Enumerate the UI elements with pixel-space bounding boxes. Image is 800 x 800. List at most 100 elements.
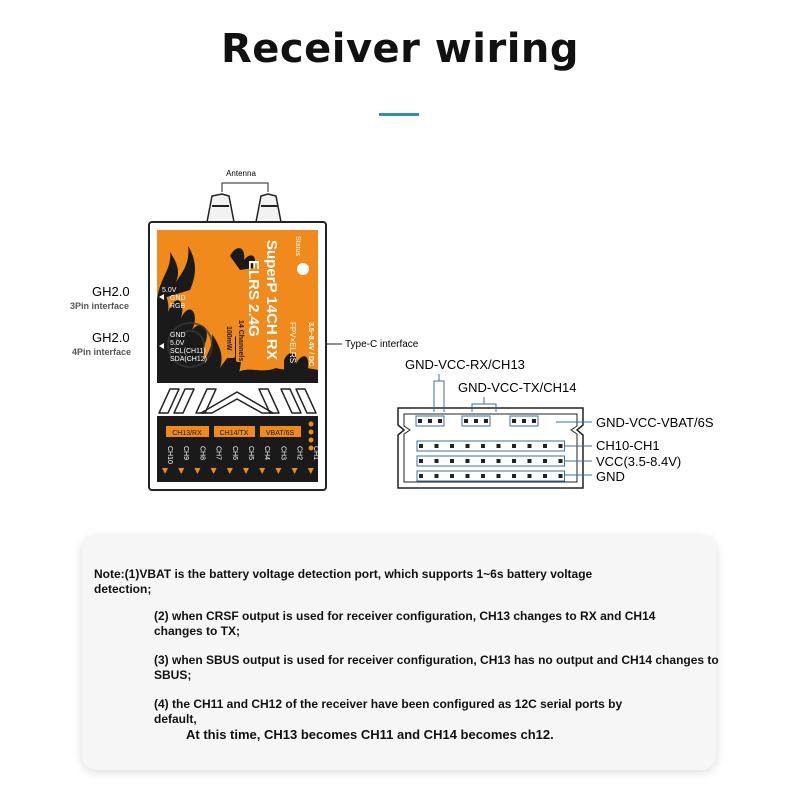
power-badge — [224, 322, 235, 358]
connector-pin-grid — [415, 415, 565, 482]
antenna-label: Antenna — [226, 169, 256, 178]
port2-pin-2: 5.0V — [170, 340, 185, 347]
tx-header-pin — [474, 419, 478, 423]
port2-type: GH2.0 — [92, 330, 130, 345]
channel-row-1-pin — [419, 444, 423, 448]
channel-row-3-pin — [558, 474, 563, 478]
channel-label-ch1: CH1 — [312, 446, 319, 460]
channel-row-1-outline — [416, 440, 565, 452]
channel-label-ch9: CH9 — [182, 446, 189, 460]
channel-arrow — [226, 468, 233, 474]
channel-row-3-pin — [527, 474, 532, 478]
channel-label-ch5: CH5 — [247, 446, 254, 460]
channel-row-1-pin — [465, 444, 470, 448]
header-label-ch14: CH14/TX — [220, 430, 249, 437]
brand-line-1: SuperP 14CH RX — [263, 240, 280, 360]
channel-row-3-pin — [543, 474, 547, 478]
channel-row-1-pin — [496, 444, 501, 448]
port2-pin-1: GND — [170, 332, 186, 339]
channel-row-3-pin — [481, 474, 485, 478]
channel-row-2-pin — [512, 459, 516, 463]
page-title: Receiver wiring — [220, 26, 580, 72]
port1-pin-2: GND — [170, 295, 186, 302]
channel-row-1-pin — [512, 444, 516, 448]
port1-arrow — [159, 294, 164, 300]
vbat-header-pin — [532, 419, 536, 423]
channel-label-ch4: CH4 — [263, 446, 270, 460]
antenna-bracket — [221, 182, 269, 192]
tx-header-pin — [484, 419, 488, 423]
title-underline — [379, 113, 419, 116]
port2-pin-4: SDA(CH12) — [170, 356, 207, 363]
note-5: At this time, CH13 becomes CH11 and CH14… — [186, 727, 554, 742]
header-label-ch13: CH13/RX — [172, 430, 202, 437]
channel-row-2-pin — [558, 459, 563, 463]
housing-vents — [158, 388, 317, 414]
channel-label-ch3: CH3 — [279, 446, 286, 460]
antenna-connector-right — [255, 193, 282, 223]
channel-label-ch2: CH2 — [296, 446, 303, 460]
channel-row-2-pin — [543, 459, 547, 463]
channel-row-3-pin — [450, 474, 454, 478]
header-label-vbat-box — [260, 426, 301, 437]
header-label-ch13-box — [166, 426, 209, 437]
antenna-connector-left — [206, 193, 235, 223]
channel-arrow — [259, 468, 266, 474]
leader-rx — [433, 374, 445, 412]
channel-row-1-pin — [543, 444, 547, 448]
port1-pin-3: RGB — [170, 303, 186, 310]
status-label: Status — [294, 236, 301, 256]
channel-row-2-outline — [416, 455, 565, 467]
channel-row-3-pin — [496, 474, 501, 478]
channel-arrow — [275, 468, 282, 474]
channel-row-1-pin — [527, 444, 532, 448]
rx-header-outline — [415, 415, 445, 427]
label-rx: GND-VCC-RX/CH13 — [405, 357, 525, 372]
notes-panel — [82, 536, 716, 770]
port1-desc: 3Pin interface — [70, 301, 129, 311]
channel-arrow — [291, 468, 298, 474]
port1-pin-1: 5.0V — [162, 287, 177, 294]
channel-row-1-pin — [481, 444, 485, 448]
channel-row-2-pin — [434, 459, 439, 463]
channel-row-1-pin — [450, 444, 454, 448]
channel-arrow — [178, 468, 185, 474]
port1-type: GH2.0 — [92, 284, 130, 299]
label-vbat: GND-VCC-VBAT/6S — [596, 415, 714, 430]
channel-row-2-pin — [419, 459, 423, 463]
channel-arrow — [243, 468, 249, 474]
receiver-wiring-diagram: Antenna Status SuperP 14CH RX ELRS 2.4G … — [70, 169, 714, 491]
channel-label-ch8: CH8 — [198, 446, 205, 460]
channels-badge — [236, 318, 247, 362]
label-vcc-row: VCC(3.5-8.4V) — [596, 454, 681, 469]
channel-row-1-pin — [558, 444, 563, 448]
tx-header-outline — [461, 415, 491, 427]
receiver-label: Status SuperP 14CH RX ELRS 2.4G 3.5~8.4V… — [157, 230, 318, 383]
channel-row-2-pin — [496, 459, 501, 463]
header-label-vbat: VBAT/6S — [266, 430, 295, 437]
pin-header-panel: CH13/RX CH14/TX VBAT/6S — [157, 416, 318, 482]
channel-arrow — [210, 468, 217, 474]
channel-row-3-outline — [416, 470, 565, 482]
channel-arrow — [162, 468, 168, 474]
channel-row-2-pin — [527, 459, 532, 463]
port2-arrow — [159, 343, 164, 349]
channel-row-2-pin — [465, 459, 470, 463]
label-ch-row: CH10-CH1 — [596, 438, 660, 453]
channel-row-2-pin — [481, 459, 485, 463]
svg-text:14 Channels: 14 Channels — [237, 320, 244, 361]
channel-row-3-pin — [465, 474, 470, 478]
vbat-header-outline — [509, 415, 539, 427]
channel-row-3-pin — [419, 474, 423, 478]
label-gnd-row: GND — [596, 469, 625, 484]
channel-row-3-pin — [512, 474, 516, 478]
note-2: (2) when CRSF output is used for receive… — [154, 609, 656, 638]
type-c-label: Type-C interface — [345, 339, 419, 350]
tx-header-pin — [464, 419, 468, 423]
vbat-header-pin — [512, 419, 516, 423]
svg-text:100mW: 100mW — [225, 326, 232, 351]
label-tx: GND-VCC-TX/CH14 — [458, 380, 576, 395]
note-4: (4) the CH11 and CH12 of the receiver ha… — [154, 697, 623, 726]
status-led — [297, 263, 309, 275]
leader-tx — [471, 397, 497, 412]
